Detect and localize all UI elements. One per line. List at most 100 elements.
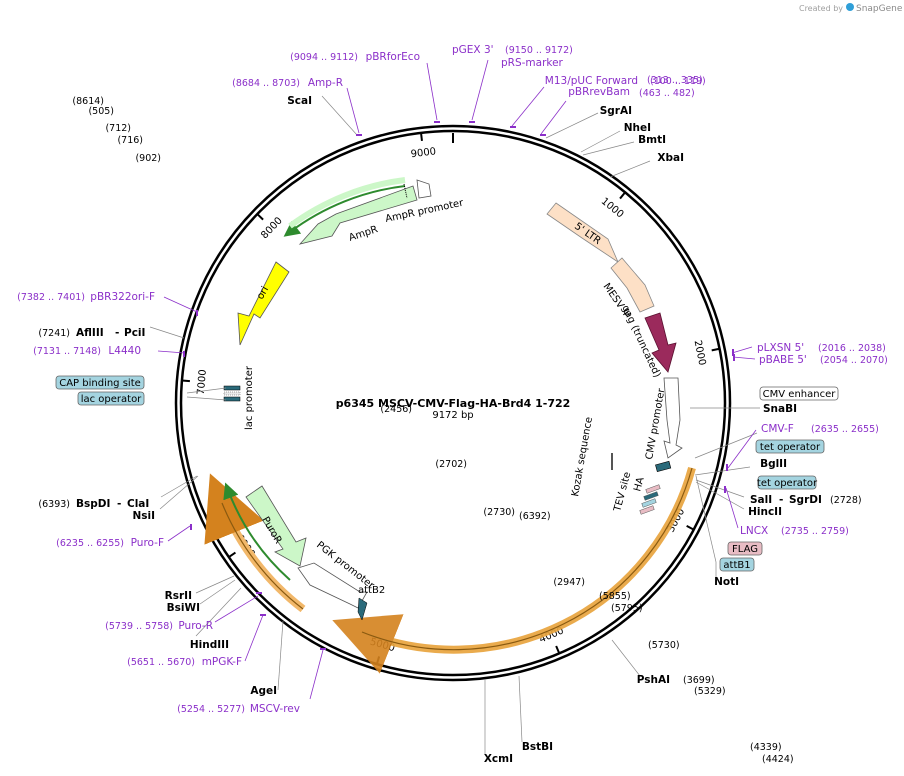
enzyme-sgrai[interactable]: SgrAI(505) <box>88 105 632 117</box>
svg-text:(3699): (3699) <box>683 675 715 686</box>
primer-puro-r[interactable]: Puro-R(5739 .. 5758) <box>105 620 213 632</box>
primer-labels: pBRforEco(9094 .. 9112) pGEX 3' pRS-marker… <box>17 44 888 715</box>
feature-ori[interactable]: ori <box>237 261 290 346</box>
enzyme-bglii[interactable]: BglII(2702) <box>435 458 787 470</box>
enzyme-nhei[interactable]: NheI (712) <box>105 122 651 134</box>
enzyme-xbai[interactable]: XbaI(902) <box>135 152 684 164</box>
feature-ampr[interactable] <box>298 179 432 245</box>
primer-l4440[interactable]: L4440(7131 .. 7148) <box>33 345 141 357</box>
svg-text:BspDI: BspDI <box>76 498 110 510</box>
svg-text:HindIII: HindIII <box>190 639 229 651</box>
svg-text:(6235 .. 6255): (6235 .. 6255) <box>56 538 124 549</box>
tick-mark <box>228 551 236 558</box>
enzyme-xcmi[interactable]: XcmI(4424) <box>484 753 794 765</box>
svg-text:(9150 .. 9172): (9150 .. 9172) <box>505 45 573 56</box>
snapgene-logo-icon <box>846 3 854 11</box>
feature-pgk-promoter[interactable]: PGK promoter <box>297 540 377 609</box>
label-ampr: AmpR <box>348 224 380 244</box>
svg-text:BsiWI: BsiWI <box>167 602 200 614</box>
primer-mscv-rev[interactable]: MSCV-rev(5254 .. 5277) <box>177 703 300 715</box>
enzyme-nsii[interactable]: NsiI(6392) <box>132 510 550 522</box>
svg-text:(2456): (2456) <box>380 404 412 415</box>
box-attb1-4[interactable]: attB1 <box>719 557 755 572</box>
svg-text:HincII: HincII <box>748 506 782 518</box>
svg-text:MSCV-rev: MSCV-rev <box>250 703 300 715</box>
leader-lines <box>149 95 760 755</box>
svg-text:Amp-R: Amp-R <box>308 77 343 89</box>
tick-mark <box>619 191 626 200</box>
enzyme-scai[interactable]: ScaI(8614) <box>72 95 312 107</box>
primer-pbrforeco[interactable]: pBRforEco(9094 .. 9112) <box>290 51 420 63</box>
svg-text:(712): (712) <box>105 123 131 134</box>
primer-prs-marker[interactable]: pRS-marker(9150 .. 9172) <box>501 45 573 69</box>
primer-puro-f[interactable]: Puro-F(6235 .. 6255) <box>56 537 164 549</box>
svg-text:lac operator: lac operator <box>81 394 142 405</box>
primer-cmv-f[interactable]: CMV-F(2635 .. 2655) <box>761 423 879 435</box>
box-flag-3[interactable]: FLAG <box>727 541 763 556</box>
tick-label: 9000 <box>410 146 437 160</box>
box-tet-operator-2[interactable]: tet operator <box>757 475 818 490</box>
svg-text:(100 .. 119): (100 .. 119) <box>650 76 706 87</box>
primer-leader-lines <box>157 59 757 700</box>
box-lac-operator-6[interactable]: lac operator <box>77 391 145 406</box>
enzyme-bspdi-clai[interactable]: (6393)BspDI-ClaI <box>38 498 149 510</box>
feature-ampr-green[interactable] <box>283 185 406 237</box>
svg-text:CMV promoter: CMV promoter <box>644 387 667 461</box>
svg-text:(5329): (5329) <box>694 686 726 697</box>
feature-ampr-band[interactable] <box>288 177 406 229</box>
primer-m13-puc-forward[interactable]: M13/pUC Forward(100 .. 119) <box>545 75 706 87</box>
svg-text:XbaI: XbaI <box>657 152 684 164</box>
primer-range-5[interactable]: (463 .. 482) <box>639 88 695 99</box>
svg-text:FLAG: FLAG <box>732 544 758 555</box>
feature-brd4-orf[interactable] <box>332 466 696 674</box>
enzyme-rsrii[interactable]: RsrII(5855) <box>165 590 631 602</box>
enzyme-snabi[interactable]: SnaBI (2456) <box>380 403 797 415</box>
svg-text:L4440: L4440 <box>108 345 141 357</box>
snapgene-brand: SnapGene <box>856 4 903 14</box>
enzyme-sali-sgrdi[interactable]: SalI-SgrDI(2728) <box>750 494 862 506</box>
svg-text:(7241): (7241) <box>38 328 70 339</box>
enzyme-bsiwi[interactable]: BsiWI(5795) <box>167 602 643 614</box>
svg-text:(463 .. 482): (463 .. 482) <box>639 88 695 99</box>
enzyme-hincii[interactable]: HincII(2730) <box>483 506 782 518</box>
svg-text:AflIII: AflIII <box>76 327 104 339</box>
feature-cmv-promoter[interactable]: CMV promoter <box>644 377 683 461</box>
primer-amp-r[interactable]: Amp-R(8684 .. 8703) <box>232 77 343 89</box>
primer-pbabe-5[interactable]: pBABE 5'(2054 .. 2070) <box>759 354 888 366</box>
enzyme-noti[interactable]: NotI(2947) <box>553 576 739 588</box>
svg-text:RsrII: RsrII <box>165 590 192 602</box>
svg-text:SnaBI: SnaBI <box>763 403 797 415</box>
box-cmv-enhancer-0[interactable]: CMV enhancer <box>759 386 839 401</box>
svg-text:NheI: NheI <box>624 122 651 134</box>
svg-text:mPGK-F: mPGK-F <box>202 656 242 668</box>
primer-lncx[interactable]: LNCX(2735 .. 2759) <box>740 525 849 537</box>
feature-ha-tev-markers[interactable] <box>639 484 661 515</box>
enzyme-bstbi[interactable]: BstBI(4339) <box>522 741 782 753</box>
svg-text:pBABE 5': pBABE 5' <box>759 354 807 366</box>
feature-cmv-tet-operator-block[interactable] <box>655 460 672 473</box>
svg-text:ClaI: ClaI <box>127 498 149 510</box>
primer-plxsn-5[interactable]: pLXSN 5'(2016 .. 2038) <box>757 342 886 354</box>
feature-puror-green[interactable] <box>223 482 291 581</box>
svg-text:-: - <box>117 498 121 510</box>
svg-text:(5651 .. 5670): (5651 .. 5670) <box>127 657 195 668</box>
box-tet-operator-1[interactable]: tet operator <box>755 439 825 454</box>
feature-lac-operator-marks[interactable] <box>223 385 241 402</box>
primer-marks <box>183 121 735 650</box>
enzyme-agei[interactable]: AgeI(5329) <box>250 685 725 697</box>
primer-mpgk-f[interactable]: mPGK-F (5651 .. 5670) <box>127 656 242 668</box>
primer-pbrrevbam[interactable]: pBRrevBam(313 .. 335) <box>568 75 703 98</box>
enzyme-pshai[interactable]: PshAI(3699) <box>637 674 715 686</box>
svg-text:pBRforEco: pBRforEco <box>366 51 420 63</box>
tick-mark <box>181 379 190 383</box>
enzyme-bmti[interactable]: BmtI(716) <box>117 134 666 146</box>
feature-attb2[interactable] <box>357 597 368 621</box>
feature-gag[interactable]: gag (truncated) <box>619 304 677 380</box>
box-cap-binding-site-5[interactable]: CAP binding site <box>55 375 145 390</box>
feature-5-ltr[interactable]: 5' LTR <box>546 202 619 264</box>
primer-pbr322ori-f[interactable]: pBR322ori-F(7382 .. 7401) <box>17 291 155 303</box>
primer-pgex-3[interactable]: pGEX 3' <box>452 44 494 56</box>
plasmid-length: 9172 bp <box>432 410 473 421</box>
enzyme-hindiii[interactable]: HindIII(5730) <box>190 639 680 651</box>
enzyme-afliii-pcii[interactable]: (7241)AflIII-PciI <box>38 327 145 339</box>
